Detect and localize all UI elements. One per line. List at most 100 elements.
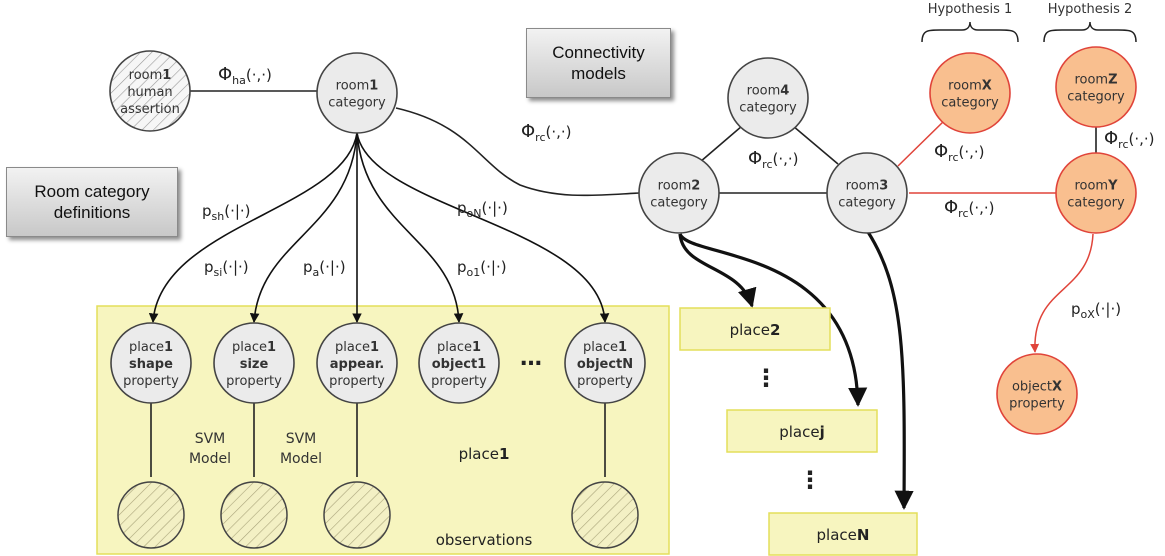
svm-line-1: SVM <box>195 431 226 447</box>
node-label-line: property <box>123 374 179 389</box>
brace-hyp2 <box>1043 21 1137 43</box>
node-label-line: room4 <box>747 84 790 99</box>
node-circle <box>213 322 295 404</box>
place2-bold: 2 <box>770 321 780 339</box>
fn-symbol: Φ <box>1104 128 1118 149</box>
node-circle <box>996 353 1078 435</box>
nodes: room1humanassertionroom1categoryroom4cat… <box>109 46 1137 549</box>
node-label-line: room1 <box>336 79 379 94</box>
node-label-line: place1 <box>583 340 627 355</box>
observation-node-1 <box>117 481 185 549</box>
fn-args: (·|·) <box>480 258 506 276</box>
node-label-line: place1 <box>232 340 276 355</box>
node-label-prefix: room <box>129 68 163 83</box>
node-label-prefix: room <box>1074 73 1108 88</box>
hypothesis-1-label: Hypothesis 1 <box>928 2 1013 17</box>
edge-room2-room4 <box>699 125 743 163</box>
edge-room4-room3 <box>792 125 839 165</box>
node-circle <box>316 52 398 134</box>
connectivity-line-1: Connectivity <box>552 42 645 62</box>
node-label-prefix: room <box>948 79 982 94</box>
svm-line-1: SVM <box>286 431 317 447</box>
placeN-pre: place <box>817 526 857 544</box>
fn-args: (·|·) <box>482 199 508 217</box>
node-label-prefix: room <box>336 79 370 94</box>
svg-text:place2: place2 <box>730 321 781 339</box>
node-label-line: category <box>1067 196 1125 211</box>
node-label-line: assertion <box>120 102 180 117</box>
red-edges <box>897 119 1094 353</box>
node-label-line: place1 <box>437 340 481 355</box>
edges <box>150 90 1097 477</box>
fn-args: (·,·) <box>959 143 985 161</box>
node-label-line: property <box>431 374 487 389</box>
fn-args: (·,·) <box>969 199 995 217</box>
fn-args: (·|·) <box>222 258 248 276</box>
observations-label: observations <box>436 531 533 549</box>
vdots-2: ⋮ <box>798 466 822 494</box>
svm-model-label-2: SVM Model <box>280 431 322 467</box>
node-label-line: place1 <box>129 340 173 355</box>
brace-hyp1 <box>921 21 1019 43</box>
node-label-bold: 1 <box>370 340 379 355</box>
node-p-obj1: place1 object1 property <box>418 322 500 404</box>
fn-subscript: oN <box>467 207 482 220</box>
node-label-line: object1 <box>432 357 486 372</box>
fn-subscript: rc <box>762 158 772 171</box>
braces <box>921 21 1137 43</box>
ellipsis-between-nodes: … <box>520 346 542 371</box>
node-circle <box>638 152 720 234</box>
fn-subscript: ha <box>232 74 246 87</box>
node-circle <box>109 50 191 132</box>
fn-symbol: Φ <box>218 64 232 85</box>
label-phi-rc-4: Φrc(·,·) <box>944 197 995 220</box>
node-label-line: roomX <box>948 79 992 94</box>
placej-bold: j <box>819 423 825 441</box>
node-label-line: human <box>127 85 172 100</box>
label-phi-ha: Φha(·,·) <box>218 64 272 87</box>
svg-text:placeN: placeN <box>817 526 870 544</box>
fn-symbol: Φ <box>934 141 948 162</box>
node-label-line: shape <box>129 357 173 372</box>
label-phi-rc-5: Φrc(·,·) <box>1104 128 1155 151</box>
fn-subscript: oX <box>1081 308 1096 321</box>
function-labels: Φha(·,·)Φrc(·,·)Φrc(·,·)Φrc(·,·)Φrc(·,·)… <box>202 64 1155 321</box>
node-label-prefix: place <box>437 340 472 355</box>
fn-symbol: p <box>204 258 214 276</box>
fn-args: (·,·) <box>773 150 799 168</box>
node-label-line: category <box>650 196 708 211</box>
arrows-room1 <box>148 132 610 323</box>
node-label-prefix: place <box>232 340 267 355</box>
label-phi-rc-2: Φrc(·,·) <box>748 148 799 171</box>
node-label-prefix: room <box>658 179 692 194</box>
node-label-prefix: room <box>1074 179 1108 194</box>
node-label-line: property <box>577 374 633 389</box>
node-label-prefix: room <box>846 179 880 194</box>
node-label-bold: 1 <box>472 340 481 355</box>
fn-subscript: rc <box>958 207 968 220</box>
node-label-line: roomZ <box>1074 73 1117 88</box>
connectivity-line-2: models <box>571 64 626 83</box>
node-circle <box>110 322 192 404</box>
node-label-line: appear. <box>330 357 384 372</box>
arrow-room3-placeN <box>866 231 914 510</box>
node-label-line: roomY <box>1074 179 1118 194</box>
node-label-bold: 1 <box>162 68 171 83</box>
node-label-bold: 2 <box>691 179 700 194</box>
place1-panel-label: place1 <box>459 445 510 463</box>
node-label-line: room3 <box>846 179 889 194</box>
arrow-room1-size <box>249 132 358 323</box>
edge-room1-room2 <box>395 107 640 197</box>
node-circle <box>1055 46 1137 128</box>
vdots-1: ⋮ <box>754 364 778 392</box>
place1-bold: 1 <box>499 445 509 463</box>
label-p-si: psi(·|·) <box>204 258 249 279</box>
observation-node-2 <box>220 481 288 549</box>
fn-symbol: p <box>457 199 467 217</box>
node-circle <box>564 322 646 404</box>
placej-pre: place <box>779 423 819 441</box>
